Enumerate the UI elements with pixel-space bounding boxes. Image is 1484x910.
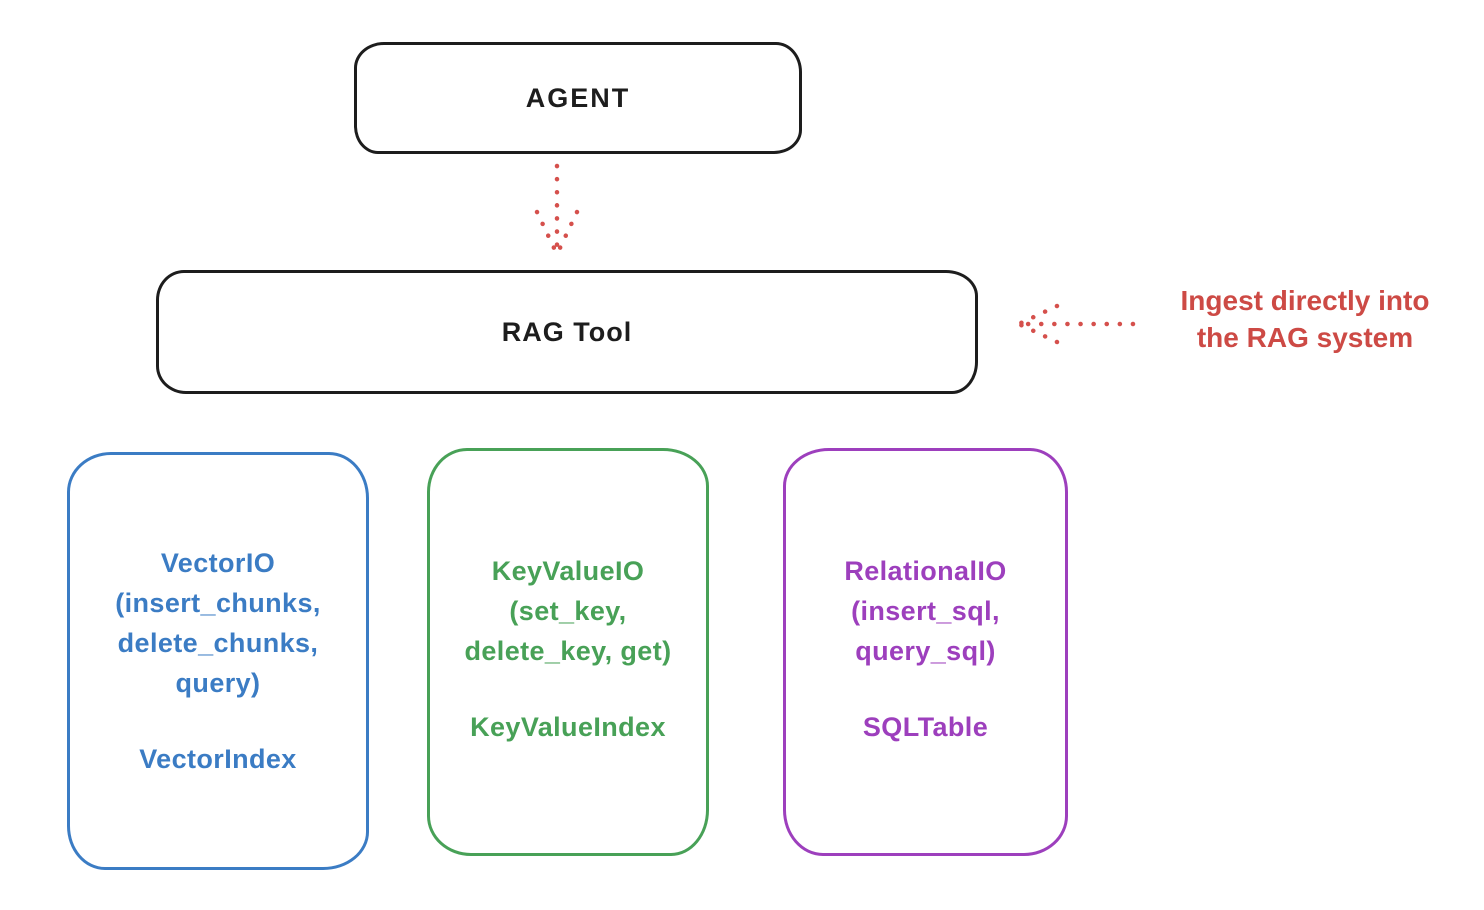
node-key-value-io: KeyValueIO (set_key, delete_key, get) Ke… <box>427 448 709 856</box>
node-relational-io-method: (insert_sql, <box>851 596 1000 626</box>
node-relational-io-method: query_sql) <box>855 636 996 666</box>
node-vector-io-method: delete_chunks, <box>117 628 319 658</box>
ingest-annotation: Ingest directly into the RAG system <box>1130 282 1480 356</box>
node-vector-io-method: (insert_chunks, <box>115 588 321 618</box>
node-vector-io-index: VectorIndex <box>139 744 297 774</box>
node-vector-io-title: VectorIO <box>160 548 276 578</box>
ingest-annotation-line1: Ingest directly into <box>1180 285 1430 316</box>
node-key-value-io-method: (set_key, <box>509 596 627 626</box>
node-vector-io: VectorIO (insert_chunks, delete_chunks, … <box>67 452 369 870</box>
node-relational-io: RelationalIO (insert_sql, query_sql) SQL… <box>783 448 1068 856</box>
node-vector-io-method: query) <box>175 668 261 698</box>
node-key-value-io-title: KeyValueIO <box>491 556 645 586</box>
node-relational-io-index: SQLTable <box>862 712 989 742</box>
ingest-annotation-line2: the RAG system <box>1196 322 1414 353</box>
node-key-value-io-method: delete_key, get) <box>464 636 672 666</box>
ingest-into-ragtool-arrow <box>1018 303 1136 345</box>
node-rag-tool: RAG Tool <box>156 270 978 394</box>
node-rag-tool-label: RAG Tool <box>501 316 633 347</box>
node-agent-label: AGENT <box>525 82 631 113</box>
node-key-value-io-index: KeyValueIndex <box>470 712 666 742</box>
node-agent: AGENT <box>354 42 802 154</box>
node-relational-io-title: RelationalIO <box>844 556 1007 586</box>
agent-to-ragtool-arrow <box>534 163 580 255</box>
